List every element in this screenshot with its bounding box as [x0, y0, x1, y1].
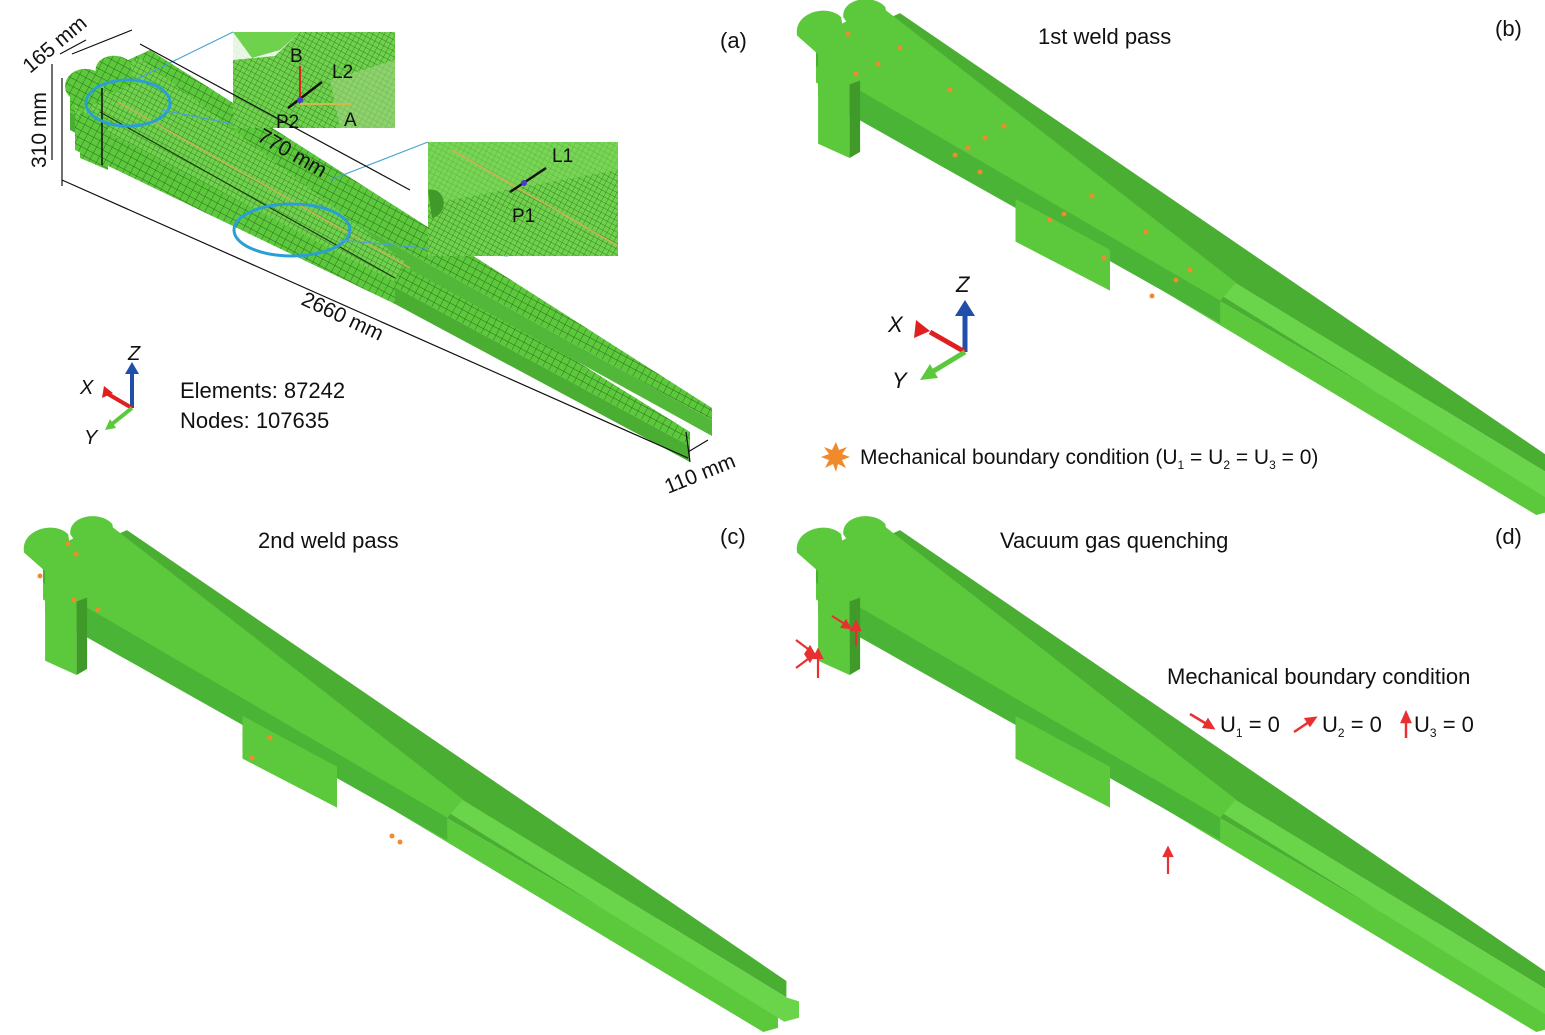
panel-b: Z X Y Mechanical boundary condition (U1 …: [796, 0, 1545, 516]
bc-markers-c: [37, 541, 403, 845]
block: [255, 210, 340, 274]
panel-tag-b: (b): [1495, 16, 1522, 41]
panel-title-c: 2nd weld pass: [258, 528, 399, 553]
label-b: B: [290, 46, 303, 67]
highlight-circle-mid: [232, 202, 352, 258]
dim-165: 165 mm: [18, 11, 91, 77]
bc-u1-d: U1 = 0: [1220, 712, 1280, 740]
dim-2660: 2660 mm: [298, 288, 387, 346]
panel-tag-c: (c): [720, 524, 746, 549]
bc-legend-b: Mechanical boundary condition (U1 = U2 =…: [860, 446, 1318, 472]
panel-d-part: [796, 516, 1545, 1032]
elements-count: Elements: 87242: [180, 378, 345, 403]
label-l1: L1: [552, 146, 573, 167]
panel-a-part: [65, 50, 712, 462]
axis-y-b: Y: [892, 368, 908, 393]
leader-mid-1: [329, 141, 429, 181]
panel-d: Mechanical boundary condition U1 = 0 U2 …: [795, 516, 1545, 1032]
weld-line-2: [99, 111, 396, 279]
axis-x-a: X: [79, 377, 94, 399]
label-p1: P1: [512, 206, 535, 227]
leader-top-2: [161, 109, 234, 125]
panel-title-d: Vacuum gas quenching: [1000, 528, 1228, 553]
highlight-circle-top: [84, 78, 172, 128]
inset-mid: L1 P1: [428, 142, 619, 256]
axis-z-a: Z: [127, 343, 141, 365]
axis-triad-a: Z X Y: [79, 343, 141, 449]
axis-z-b: Z: [955, 272, 971, 297]
bc-legend-title-d: Mechanical boundary condition: [1167, 664, 1470, 689]
bc-u2-d: U2 = 0: [1322, 712, 1382, 740]
ear-left: [65, 68, 104, 110]
arrow-icon: [1189, 709, 1412, 738]
panel-c: 2nd weld pass (c): [23, 516, 799, 1032]
inset-top: B L2 P2 A: [233, 32, 395, 133]
panel-b-part: [796, 0, 1545, 516]
star-burst-icon: [821, 442, 850, 472]
label-p2: P2: [276, 112, 299, 133]
panel-tag-a: (a): [720, 28, 747, 53]
dimension-lines: [51, 29, 709, 463]
axis-triad-b: Z X Y: [887, 272, 975, 393]
dim-110: 110 mm: [661, 449, 739, 498]
leg: [80, 110, 108, 170]
bc-arrows-d: [795, 615, 1174, 874]
label-a: A: [344, 110, 357, 131]
panel-title-b: 1st weld pass: [1038, 24, 1171, 49]
dim-310: 310 mm: [28, 92, 51, 168]
axis-y-a: Y: [84, 427, 99, 449]
bc-u3-d: U3 = 0: [1414, 712, 1474, 740]
leader-top-1: [134, 31, 234, 81]
nodes-count: Nodes: 107635: [180, 408, 329, 433]
panel-c-part: [23, 516, 799, 1032]
weld-line-1: [117, 101, 411, 269]
label-l2: L2: [332, 62, 353, 83]
rail-upper: [110, 50, 712, 420]
panel-a: B L2 P2 A L1 P1 165 mm 310 mm: [18, 11, 746, 498]
body-top: [75, 58, 405, 282]
axis-x-b: X: [887, 312, 904, 337]
bc-markers-b: [845, 31, 1193, 299]
panel-tag-d: (d): [1495, 524, 1522, 549]
